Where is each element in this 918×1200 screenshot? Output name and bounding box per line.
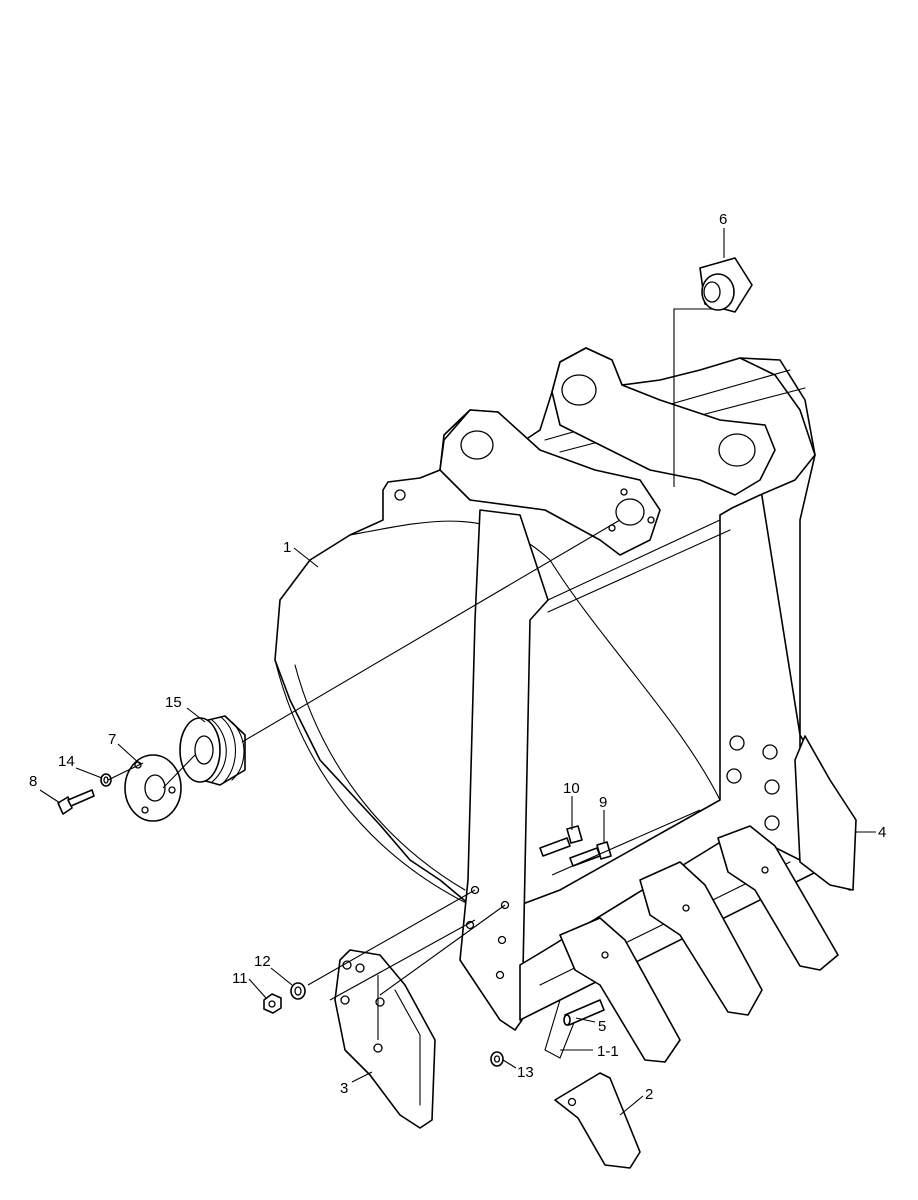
side-cutter-nuts [726, 735, 780, 831]
washer-part-12 [290, 982, 306, 1000]
callout-6: 6 [719, 211, 727, 228]
callout-12: 12 [254, 953, 271, 970]
callout-labels: 1 1-1 2 3 4 5 6 7 8 9 10 11 12 13 14 15 [29, 211, 886, 1103]
bushing-part-6 [699, 257, 753, 313]
callout-1-1: 1-1 [597, 1043, 619, 1060]
bolt-part-9 [569, 841, 612, 867]
callout-2: 2 [645, 1086, 653, 1103]
callout-5: 5 [598, 1018, 606, 1035]
pin-boss-part-15 [179, 715, 246, 786]
callout-14: 14 [58, 753, 75, 770]
mounting-lug-right [551, 347, 776, 496]
callout-8: 8 [29, 773, 37, 790]
side-cutter-part-4 [794, 735, 857, 891]
bolt-part-8 [57, 789, 95, 815]
tooth-point-part-2 [554, 1072, 641, 1169]
bucket-teeth [559, 825, 839, 1063]
pin-part-5 [563, 999, 605, 1026]
callout-15: 15 [165, 694, 182, 711]
callout-4: 4 [878, 824, 886, 841]
callout-11: 11 [232, 970, 248, 987]
callout-10: 10 [563, 780, 580, 797]
nut-part-11 [263, 993, 282, 1014]
side-cutter-part-3 [334, 949, 436, 1129]
callout-3: 3 [340, 1080, 348, 1097]
callout-13: 13 [517, 1064, 534, 1081]
callout-leaders [39, 228, 876, 1116]
assembly-lines [107, 308, 712, 1040]
bolt-part-10 [539, 825, 583, 857]
mounting-lug-left [439, 409, 661, 556]
flat-plate-part-7 [124, 754, 182, 822]
callout-1: 1 [283, 539, 291, 556]
callout-9: 9 [599, 794, 607, 811]
washer-part-14 [100, 773, 112, 787]
washer-part-13 [490, 1051, 504, 1067]
callout-7: 7 [108, 731, 116, 748]
